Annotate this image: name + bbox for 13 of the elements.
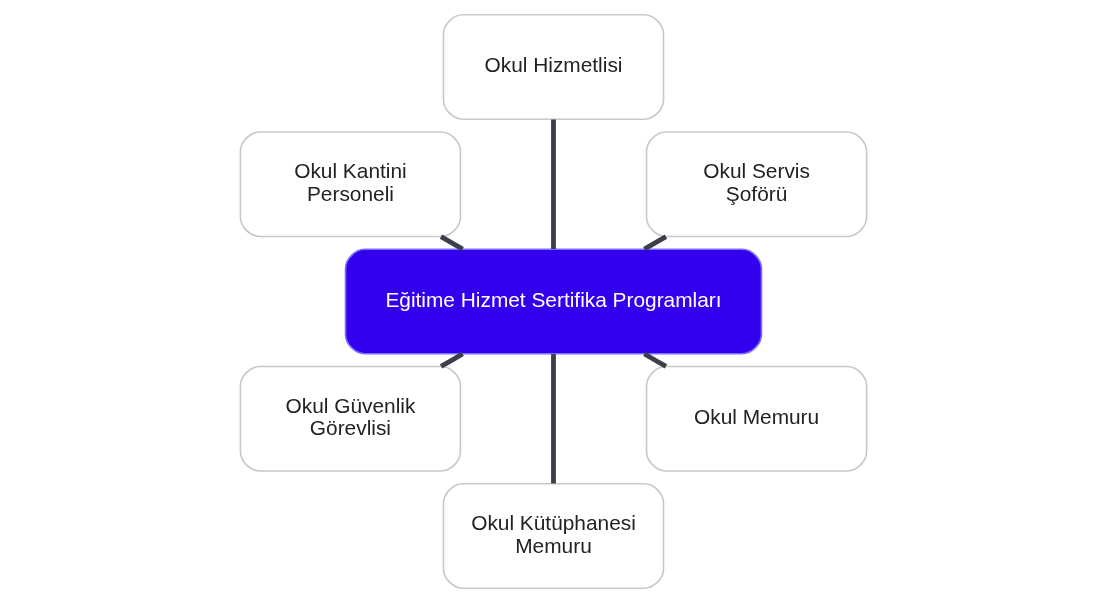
node-box: Okul Memuru	[645, 365, 868, 472]
node-box: Okul Kantini Personeli	[239, 131, 462, 238]
connector	[551, 119, 556, 249]
connector	[643, 351, 668, 369]
node-box: Okul Servis Şoförü	[645, 131, 868, 238]
connector	[643, 234, 668, 252]
node-box: Okul Kütüphanesi Memuru	[442, 483, 665, 589]
connector	[551, 354, 556, 484]
connector	[439, 351, 464, 369]
node-box: Okul Güvenlik Görevlisi	[239, 365, 462, 472]
connector	[439, 234, 464, 252]
node-box: Eğitime Hizmet Sertifika Programları	[344, 248, 763, 355]
node-box: Okul Hizmetlisi	[442, 14, 665, 120]
